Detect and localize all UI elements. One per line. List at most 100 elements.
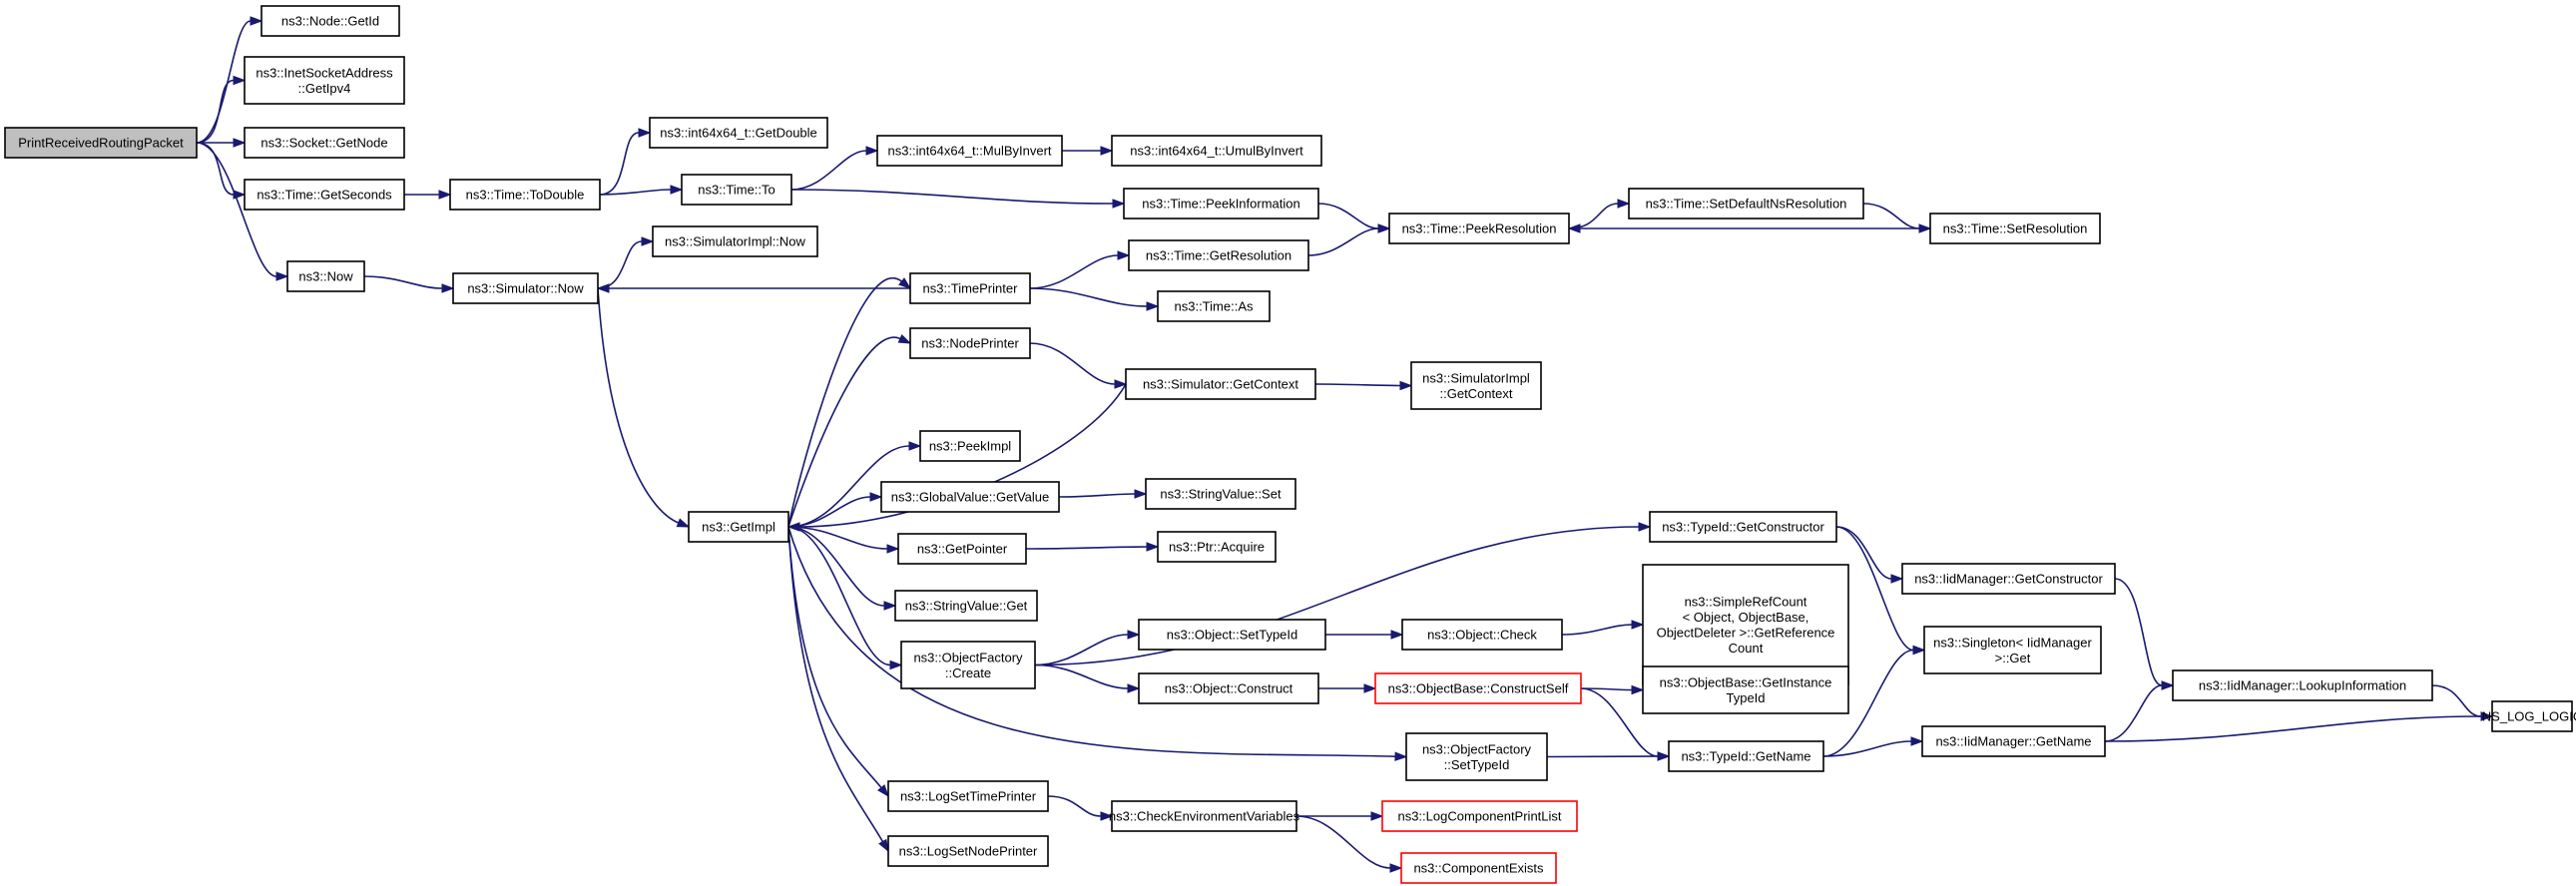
- node-ptrAcquire[interactable]: ns3::Ptr::Acquire: [1157, 531, 1277, 563]
- arrowhead-icon: [865, 146, 879, 156]
- node-constructSelf[interactable]: ns3::ObjectBase::ConstructSelf: [1374, 672, 1582, 704]
- edge-line: [787, 496, 871, 528]
- node-label: NS_LOG_LOGIC: [2482, 709, 2576, 724]
- edge-getImpl-to-logSetTimePrinter: [787, 526, 889, 798]
- node-box: [1138, 672, 1319, 704]
- edge-line: [1561, 624, 1633, 636]
- node-getPointer[interactable]: ns3::GetPointer: [897, 533, 1027, 565]
- node-label: Count: [1729, 641, 1764, 656]
- node-box: [649, 117, 828, 149]
- node-box: [897, 533, 1027, 565]
- node-objFactoryCreate[interactable]: ns3::ObjectFactory::Create: [900, 641, 1036, 689]
- node-nodePrinter[interactable]: ns3::NodePrinter: [909, 327, 1031, 359]
- node-setDefaultNsResolution[interactable]: ns3::Time::SetDefaultNsResolution: [1628, 188, 1864, 220]
- node-label: ns3::Node::GetId: [281, 14, 379, 29]
- node-simulatorNow[interactable]: ns3::Simulator::Now: [452, 272, 599, 304]
- node-box: [1642, 665, 1849, 714]
- node-simImplNow[interactable]: ns3::SimulatorImpl::Now: [652, 225, 818, 257]
- node-label: ns3::Object::Construct: [1165, 681, 1293, 696]
- arrowhead-icon: [1100, 811, 1114, 821]
- edge-getImpl-to-getPointer: [787, 526, 900, 554]
- node-iidGetName[interactable]: ns3::IidManager::GetName: [1921, 725, 2106, 757]
- node-box: [1405, 732, 1548, 781]
- edge-getImpl-to-objFactoryCreate: [787, 526, 903, 670]
- node-singletonGet[interactable]: ns3::Singleton< IidManager>::Get: [1923, 626, 2102, 674]
- arrowhead-icon: [438, 190, 452, 200]
- node-box: [1668, 740, 1824, 772]
- node-box: [1374, 672, 1582, 704]
- node-peekResolution[interactable]: ns3::Time::PeekResolution: [1388, 213, 1570, 244]
- node-label: ns3::SimulatorImpl: [1422, 370, 1530, 385]
- node-checkEnvVars[interactable]: ns3::CheckEnvironmentVariables: [1109, 800, 1300, 832]
- node-umulByInvert[interactable]: ns3::int64x64_t::UmulByInvert: [1111, 135, 1322, 167]
- node-int64GetDouble[interactable]: ns3::int64x64_t::GetDouble: [649, 117, 828, 149]
- node-timeTo[interactable]: ns3::Time::To: [681, 174, 792, 206]
- node-stringValueSet[interactable]: ns3::StringValue::Set: [1145, 478, 1296, 510]
- edge-checkEnvVars-to-logComponentPrintList: [1296, 811, 1384, 821]
- node-typeIdGetConstructor[interactable]: ns3::TypeId::GetConstructor: [1649, 511, 1837, 543]
- node-box: [1921, 725, 2106, 757]
- node-now[interactable]: ns3::Now: [286, 260, 365, 292]
- node-setResolution[interactable]: ns3::Time::SetResolution: [1929, 213, 2101, 244]
- node-label: ns3::Socket::GetNode: [260, 136, 387, 151]
- node-nodeGetId[interactable]: ns3::Node::GetId: [260, 5, 400, 37]
- arrowhead-icon: [233, 138, 247, 148]
- edge-line: [787, 526, 1396, 757]
- node-root[interactable]: PrintReceivedRoutingPacket: [4, 127, 198, 159]
- node-simImplGetContext[interactable]: ns3::SimulatorImpl::GetContext: [1410, 361, 1542, 410]
- edge-line: [787, 445, 910, 528]
- node-box: [1410, 361, 1542, 410]
- node-label: ns3::ObjectBase::ConstructSelf: [1388, 681, 1569, 696]
- node-timePrinter[interactable]: ns3::TimePrinter: [909, 272, 1031, 304]
- edge-line: [196, 142, 235, 196]
- node-timeToDouble[interactable]: ns3::Time::ToDouble: [449, 179, 601, 211]
- edge-objFactoryCreate-to-objConstruct: [1034, 664, 1141, 693]
- node-timeGetSeconds[interactable]: ns3::Time::GetSeconds: [244, 179, 405, 211]
- node-componentExists[interactable]: ns3::ComponentExists: [1400, 852, 1557, 884]
- node-label: ns3::ComponentExists: [1413, 861, 1544, 876]
- arrowhead-icon: [1112, 199, 1126, 209]
- node-typeIdGetName[interactable]: ns3::TypeId::GetName: [1668, 740, 1824, 772]
- node-objConstruct[interactable]: ns3::Object::Construct: [1138, 672, 1319, 704]
- edge-line: [787, 526, 882, 789]
- node-box: [1125, 368, 1316, 400]
- node-logSetTimePrinter[interactable]: ns3::LogSetTimePrinter: [887, 780, 1049, 812]
- node-label: ns3::int64x64_t::UmulByInvert: [1130, 144, 1303, 159]
- node-iidGetConstructor[interactable]: ns3::IidManager::GetConstructor: [1901, 563, 2116, 595]
- node-logComponentPrintList[interactable]: ns3::LogComponentPrintList: [1381, 800, 1578, 832]
- node-objFactorySetTypeId[interactable]: ns3::ObjectFactory::SetTypeId: [1405, 732, 1548, 781]
- node-globalGetValue[interactable]: ns3::GlobalValue::GetValue: [880, 481, 1060, 513]
- node-label: ns3::Time::SetDefaultNsResolution: [1646, 197, 1847, 212]
- node-box: [452, 272, 599, 304]
- edge-line: [363, 275, 443, 289]
- node-label: ns3::SimpleRefCount: [1685, 594, 1807, 609]
- node-stringValueGet[interactable]: ns3::StringValue::Get: [894, 590, 1038, 622]
- node-getImpl[interactable]: ns3::GetImpl: [688, 511, 789, 543]
- node-peekImpl[interactable]: ns3::PeekImpl: [919, 430, 1021, 462]
- node-label: TypeId: [1726, 690, 1765, 705]
- node-timeAs[interactable]: ns3::Time::As: [1157, 290, 1271, 322]
- node-mulByInvert[interactable]: ns3::int64x64_t::MulByInvert: [876, 135, 1063, 167]
- edge-line: [597, 287, 680, 524]
- edge-line: [787, 277, 902, 528]
- node-getResolution[interactable]: ns3::Time::GetResolution: [1128, 239, 1309, 271]
- edge-getImpl-to-nodePrinter: [787, 333, 912, 528]
- node-inetGetIpv4[interactable]: ns3::InetSocketAddress::GetIpv4: [244, 56, 405, 105]
- node-simGetContext[interactable]: ns3::Simulator::GetContext: [1125, 368, 1316, 400]
- node-objCheck[interactable]: ns3::Object::Check: [1401, 619, 1563, 651]
- node-lookupInformation[interactable]: ns3::IidManager::LookupInformation: [2172, 669, 2433, 701]
- node-simpleRefCount[interactable]: ns3::SimpleRefCount< Object, ObjectBase,…: [1642, 564, 1849, 685]
- edge-objCheck-to-simpleRefCount: [1561, 620, 1645, 636]
- node-peekInformation[interactable]: ns3::Time::PeekInformation: [1123, 188, 1319, 220]
- edge-line: [2431, 684, 2482, 717]
- node-logSetNodePrinter[interactable]: ns3::LogSetNodePrinter: [887, 835, 1049, 867]
- arrowhead-icon: [596, 283, 610, 293]
- node-nsLogLogic[interactable]: NS_LOG_LOGIC: [2482, 700, 2576, 732]
- edge-iidGetName-to-nsLogLogic: [2104, 711, 2494, 742]
- edge-line: [1029, 342, 1116, 385]
- node-label: ns3::GlobalValue::GetValue: [891, 490, 1050, 505]
- node-box: [1111, 800, 1297, 832]
- node-objSetTypeId[interactable]: ns3::Object::SetTypeId: [1138, 619, 1326, 651]
- node-socketGetNode[interactable]: ns3::Socket::GetNode: [244, 127, 405, 159]
